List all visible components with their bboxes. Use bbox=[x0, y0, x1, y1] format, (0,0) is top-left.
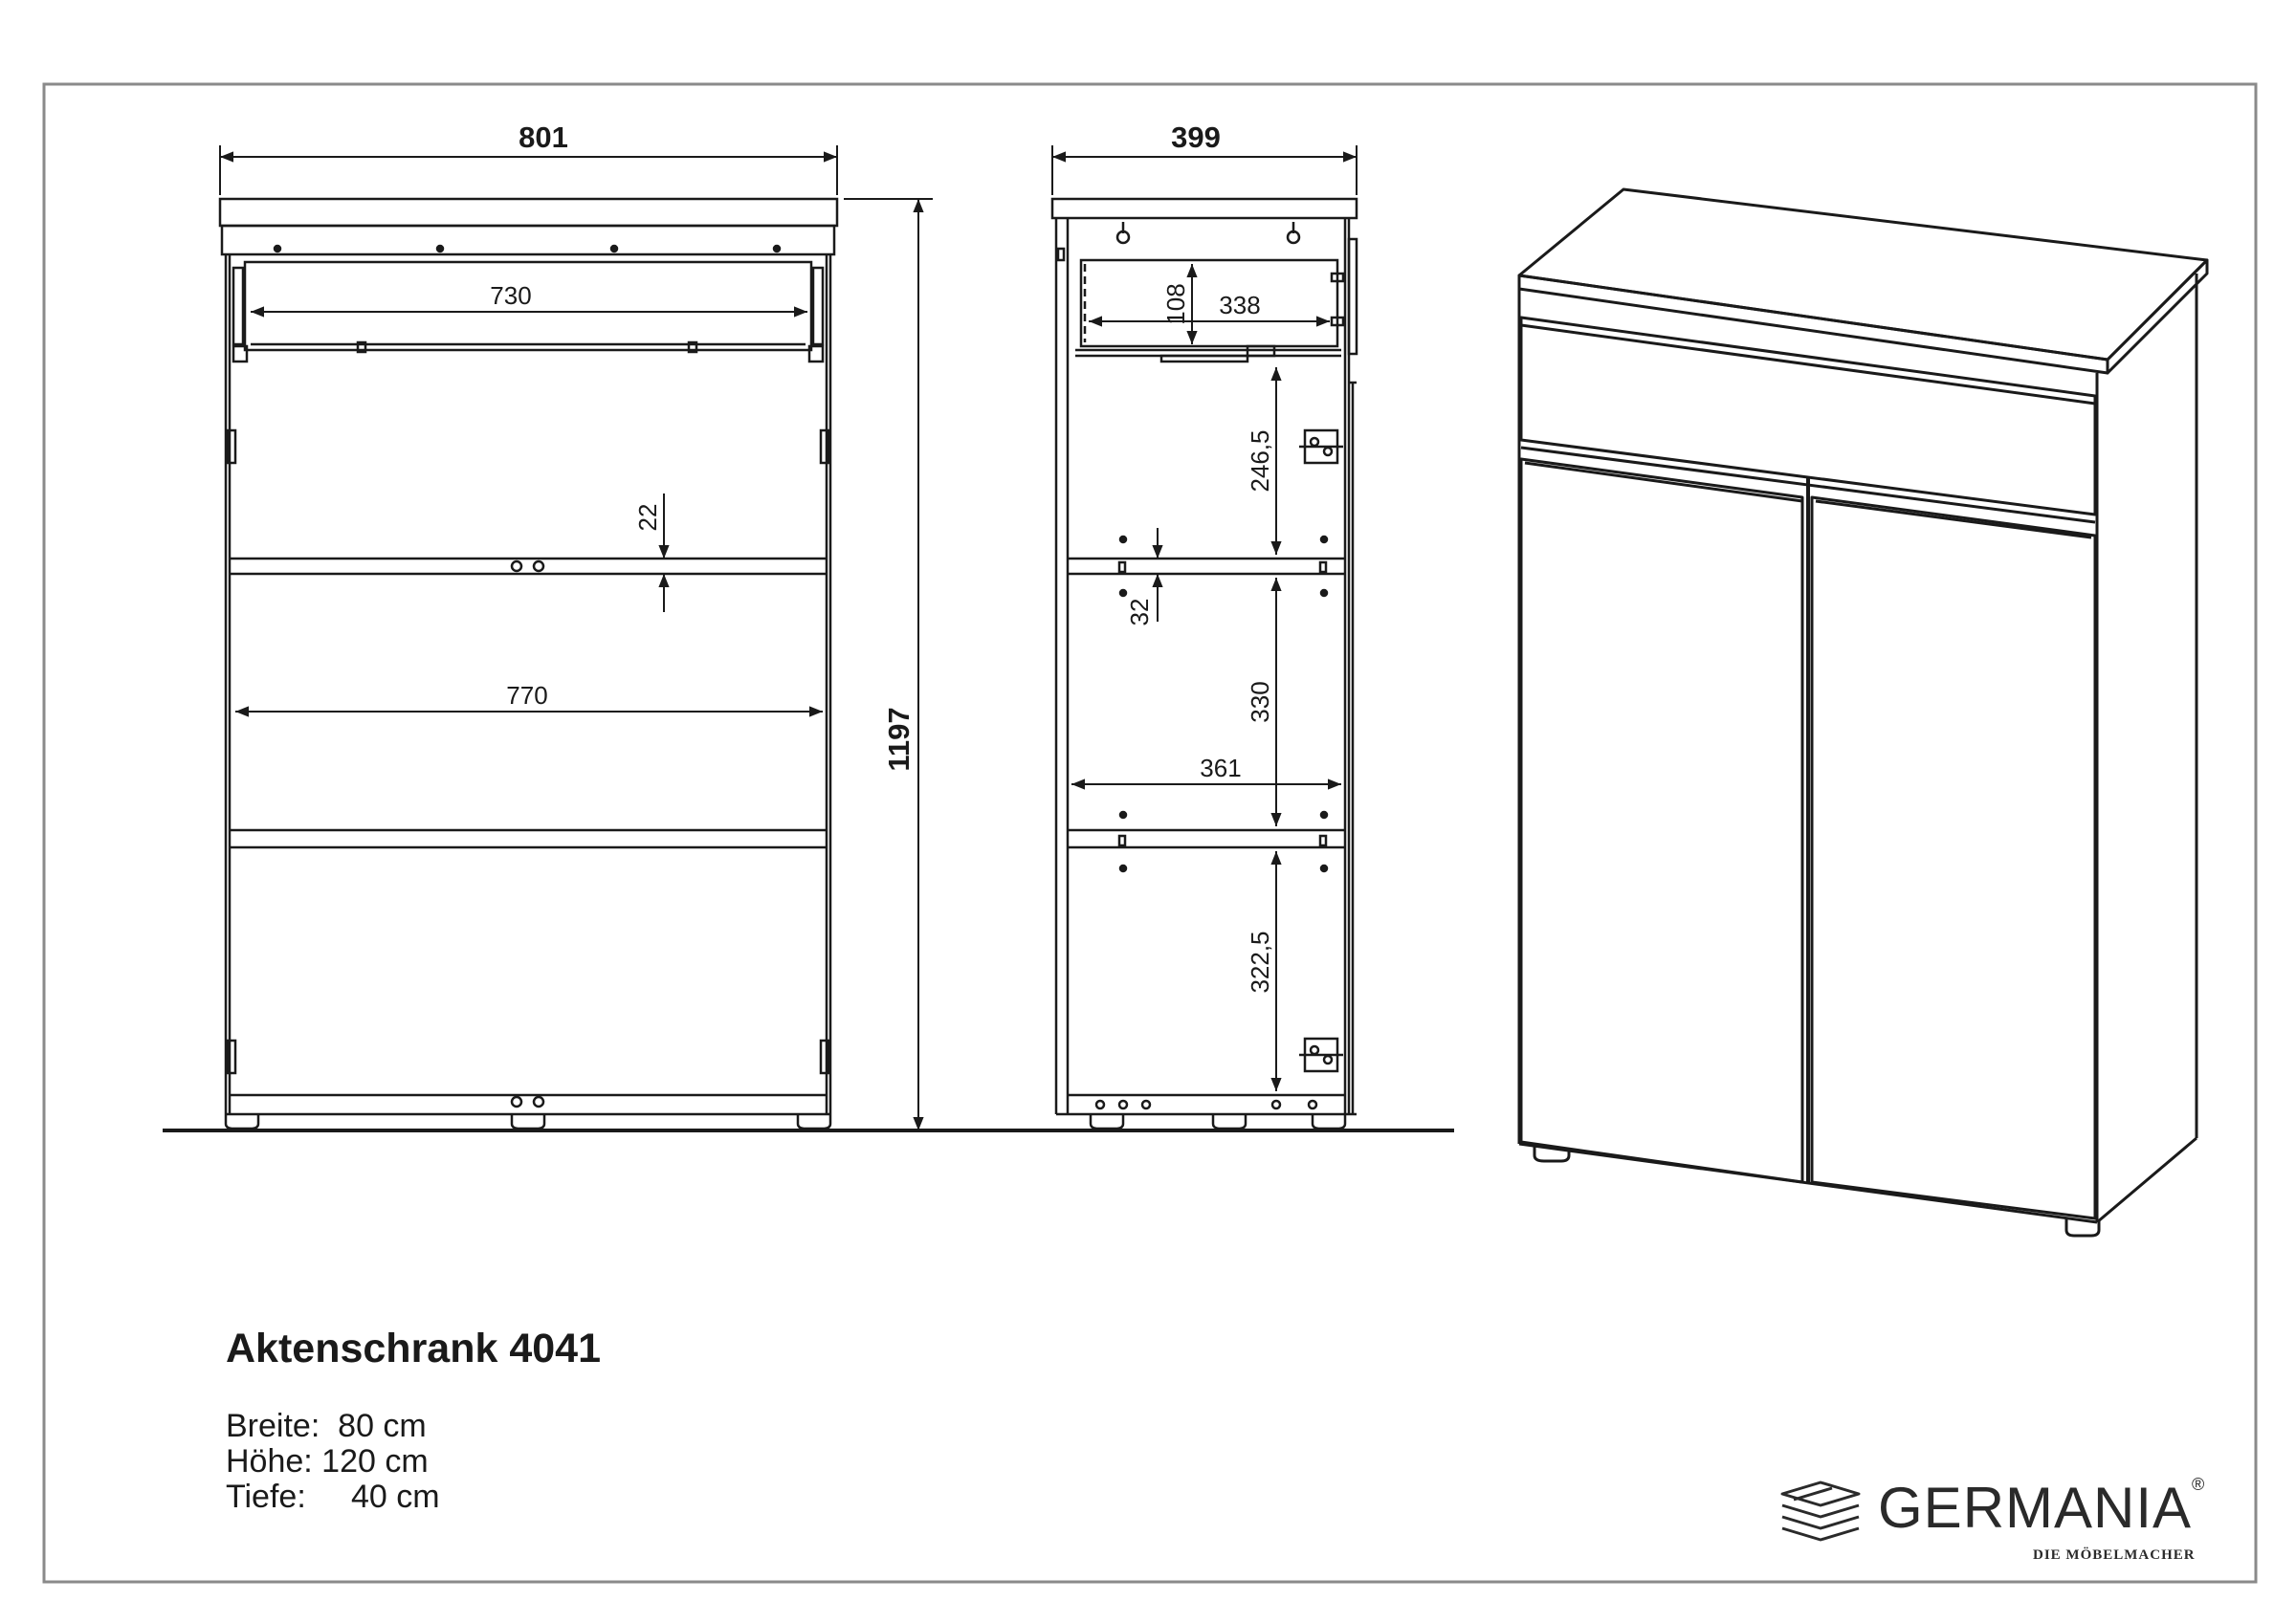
dim-inner-drawer-width: 730 bbox=[490, 281, 531, 310]
dim-middle-compartment: 330 bbox=[1246, 681, 1274, 722]
brand-logo: GERMANIA® DIE MÖBELMACHER bbox=[1775, 1473, 2253, 1568]
spec-depth-value: 40 cm bbox=[305, 1479, 440, 1515]
spec-depth: Tiefe: 40 cm bbox=[226, 1480, 601, 1515]
dim-shelf-gap: 22 bbox=[633, 504, 662, 532]
front-view bbox=[218, 197, 839, 1130]
spec-width-value: 80 cm bbox=[320, 1408, 427, 1444]
dim-front-width: 801 bbox=[519, 121, 568, 154]
product-title: Aktenschrank 4041 bbox=[226, 1326, 601, 1371]
dim-inner-width: 770 bbox=[506, 681, 547, 710]
brand-name-text: GERMANIA bbox=[1878, 1476, 2193, 1540]
spec-height-value: 120 cm bbox=[312, 1443, 429, 1480]
dim-drawer-height: 108 bbox=[1161, 283, 1190, 324]
page-frame bbox=[42, 82, 2258, 1584]
spec-height: Höhe: 120 cm bbox=[226, 1444, 601, 1480]
perspective-view bbox=[1517, 187, 2209, 1238]
spec-width: Breite: 80 cm bbox=[226, 1409, 601, 1444]
spec-width-label: Breite: bbox=[226, 1408, 320, 1444]
side-dimension-lines bbox=[1051, 145, 1358, 1091]
dim-lower-compartment: 322,5 bbox=[1246, 931, 1274, 993]
spec-height-label: Höhe: bbox=[226, 1443, 313, 1480]
dim-inner-depth: 361 bbox=[1200, 754, 1241, 782]
brand-name: GERMANIA® bbox=[1878, 1475, 2205, 1541]
dim-total-height: 1197 bbox=[882, 707, 916, 771]
dim-drawer-depth: 338 bbox=[1219, 291, 1260, 319]
brand-tagline: DIE MÖBELMACHER bbox=[2033, 1547, 2196, 1563]
stacked-layers-icon bbox=[1780, 1480, 1861, 1542]
dim-shelf-thickness: 32 bbox=[1125, 599, 1154, 626]
dim-side-depth: 399 bbox=[1171, 121, 1221, 154]
product-info: Aktenschrank 4041 Breite: 80 cm Höhe: 12… bbox=[226, 1326, 601, 1515]
spec-depth-label: Tiefe: bbox=[226, 1479, 306, 1515]
side-view bbox=[1050, 197, 1358, 1130]
front-dimension-lines bbox=[219, 145, 933, 1131]
dim-upper-compartment: 246,5 bbox=[1246, 429, 1274, 492]
registered-mark: ® bbox=[2192, 1475, 2206, 1494]
